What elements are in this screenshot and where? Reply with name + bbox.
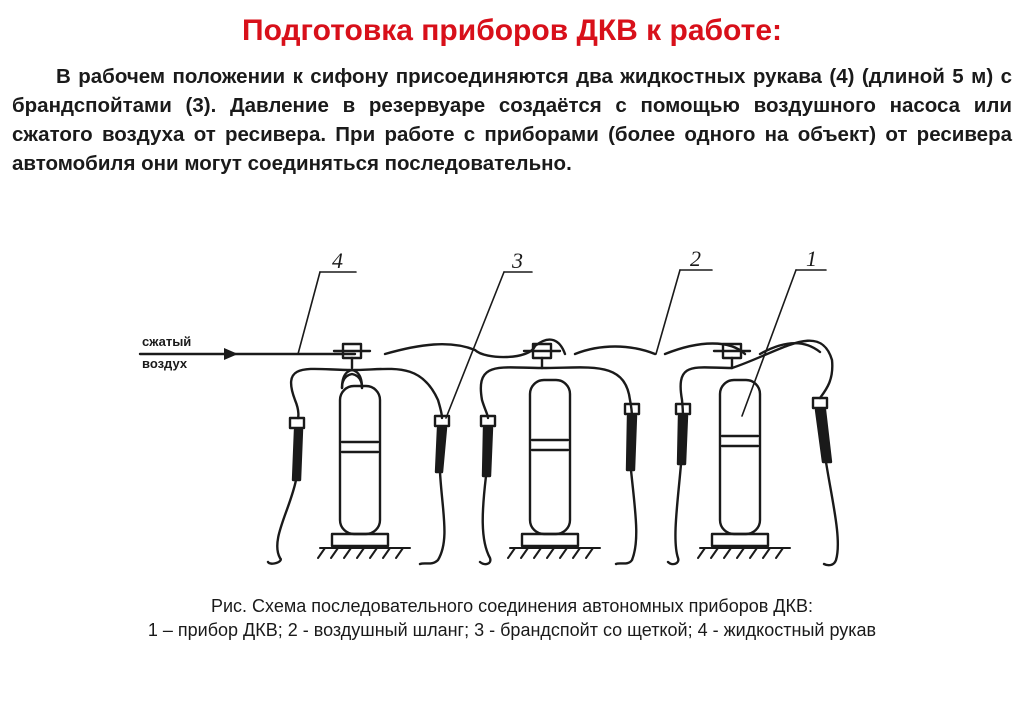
slide-title: Подготовка приборов ДКВ к работе: [242,14,782,47]
caption-line-1: Рис. Схема последовательного соединения … [210,596,813,616]
liquid-hose [730,339,840,567]
dkv-cylinder [330,342,390,548]
liquid-hose [540,366,641,566]
ground-hatching [317,547,791,559]
air-hose [228,338,822,359]
inlet-label-line2: воздух [142,356,188,371]
liquid-hose [350,367,451,566]
callout-4: 4 [332,248,343,273]
inlet-label-line1: сжатый [142,334,191,349]
liquid-hose [666,366,734,566]
dkv-cylinder [710,342,770,548]
description-paragraph: В рабочем положении к сифону присоединяю… [12,65,1012,175]
figure-caption: Рис. Схема последовательного соединения … [0,594,1024,642]
callout-2: 2 [690,246,701,271]
liquid-hose [478,366,544,566]
dkv-connection-diagram: сжатый воздух [120,240,880,590]
callout-leaders [297,269,827,419]
caption-line-2: 1 – прибор ДКВ; 2 - воздушный шланг; 3 -… [147,620,877,640]
dkv-cylinder [520,342,580,548]
callout-3: 3 [511,248,523,273]
callout-1: 1 [806,246,817,271]
liquid-hose [266,367,354,565]
